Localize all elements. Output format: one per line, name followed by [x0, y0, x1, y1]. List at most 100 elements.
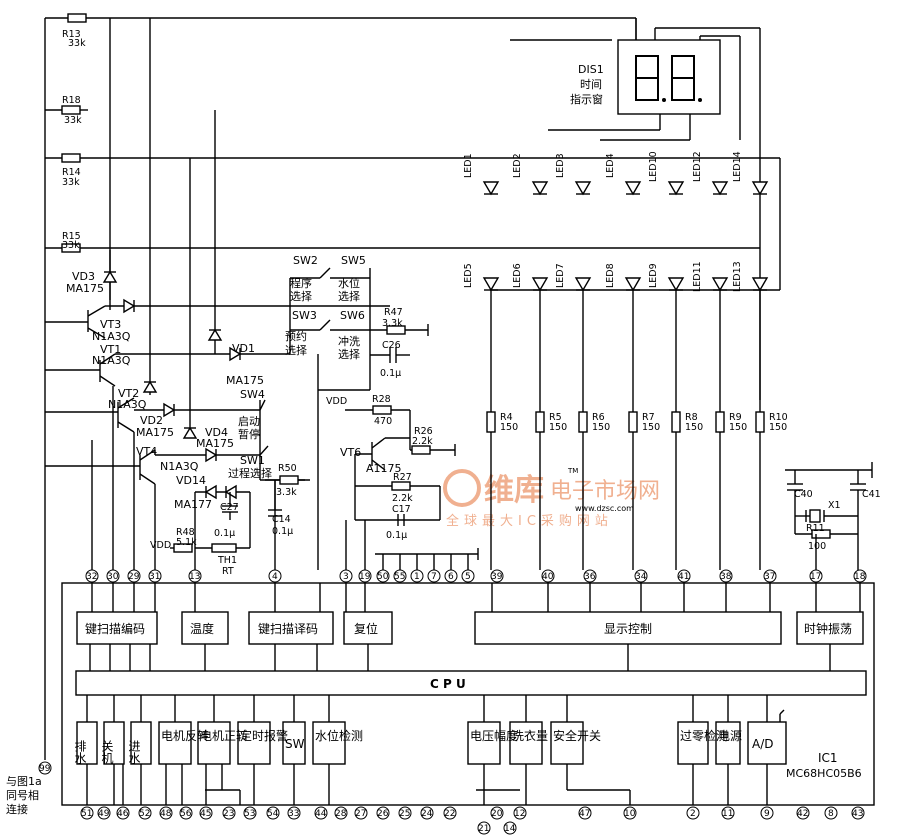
svg-text:SW6: SW6	[340, 309, 365, 322]
svg-text:R27: R27	[393, 472, 412, 483]
pin-b33: 33	[287, 806, 301, 820]
pin-p4: 4	[268, 569, 282, 583]
block-safety-switch: 安全开关	[553, 728, 601, 743]
svg-text:43: 43	[852, 809, 863, 819]
svg-text:TH1: TH1	[217, 555, 237, 566]
pin-p18: 18	[853, 569, 867, 583]
cpu-bus	[75, 670, 867, 696]
svg-text:2.2k: 2.2k	[392, 493, 413, 504]
clock-oscillator-circuit	[785, 462, 873, 570]
svg-text:26: 26	[377, 809, 389, 819]
svg-text:17: 17	[810, 572, 821, 582]
led2-label: LED2	[512, 153, 523, 178]
svg-text:指示窗: 指示窗	[570, 92, 603, 106]
pin-b53: 53	[243, 806, 257, 820]
pin-b9: 9	[760, 806, 774, 820]
pin-b52: 52	[138, 806, 152, 820]
svg-text:39: 39	[491, 572, 503, 582]
svg-text:SW2: SW2	[293, 254, 318, 267]
svg-text:51: 51	[81, 809, 92, 819]
pin-p34: 34	[634, 569, 648, 583]
pin-b12: 12	[513, 806, 527, 820]
svg-text:VDD: VDD	[150, 540, 171, 551]
svg-text:10: 10	[624, 809, 636, 819]
svg-text:9: 9	[764, 809, 770, 819]
svg-text:程序: 程序	[290, 276, 312, 290]
svg-text:VT2: VT2	[118, 387, 139, 400]
reset-circuit	[345, 405, 456, 570]
pin-b51: 51	[80, 806, 94, 820]
svg-text:54: 54	[267, 809, 279, 819]
pin-p6: 6	[444, 569, 458, 583]
block-drain: 排水	[73, 740, 87, 764]
svg-text:A1175: A1175	[366, 462, 402, 475]
svg-text:38: 38	[720, 572, 732, 582]
svg-text:50: 50	[377, 572, 389, 582]
svg-text:选择: 选择	[338, 289, 360, 303]
block-display-control: 显示控制	[474, 611, 782, 645]
pin-b14: 14	[503, 821, 517, 835]
block-voltage-amp: 电压幅度	[470, 728, 518, 743]
svg-text:键扫描译码: 键扫描译码	[258, 622, 318, 636]
svg-text:52: 52	[139, 809, 150, 819]
svg-text:MA175: MA175	[226, 374, 264, 387]
led11-label: LED11	[692, 261, 703, 292]
svg-text:X1: X1	[828, 500, 841, 511]
led8-label: LED8	[605, 263, 616, 288]
svg-text:23: 23	[223, 809, 234, 819]
watermark-brand: 维库	[484, 473, 544, 508]
svg-text:1: 1	[414, 572, 420, 582]
led10-label: LED10	[648, 151, 659, 182]
svg-text:VT1: VT1	[100, 343, 121, 356]
svg-text:33k: 33k	[62, 177, 80, 188]
svg-text:47: 47	[579, 809, 590, 819]
led14-label: LED14	[732, 151, 743, 182]
bottom-pins: 51 49 46 52 48 56 45 23 53 54 33 44 28 2…	[80, 806, 865, 835]
svg-text:R8: R8	[685, 412, 698, 423]
svg-text:SW1: SW1	[240, 454, 265, 467]
svg-text:150: 150	[592, 422, 610, 433]
svg-text:R4: R4	[500, 412, 513, 423]
svg-text:C41: C41	[862, 489, 881, 500]
svg-text:VT6: VT6	[340, 446, 361, 459]
svg-text:55: 55	[394, 572, 405, 582]
svg-text:SW4: SW4	[240, 388, 265, 401]
svg-text:R28: R28	[372, 394, 391, 405]
pin-b43: 43	[851, 806, 865, 820]
svg-text:19: 19	[359, 572, 371, 582]
pin-p41: 41	[677, 569, 691, 583]
svg-text:5: 5	[465, 572, 471, 582]
svg-text:R13: R13	[62, 29, 81, 40]
svg-text:选择: 选择	[338, 347, 360, 361]
pin-p19: 19	[358, 569, 372, 583]
svg-text:45: 45	[200, 809, 211, 819]
svg-text:41: 41	[678, 572, 689, 582]
pin-p29: 29	[127, 569, 141, 583]
pin-b44: 44	[314, 806, 328, 820]
svg-text:R7: R7	[642, 412, 655, 423]
svg-text:DIS1: DIS1	[578, 63, 604, 76]
svg-text:150: 150	[549, 422, 567, 433]
svg-text:与图1a: 与图1a	[6, 775, 42, 788]
transistor-network	[45, 250, 390, 570]
svg-text:34: 34	[635, 572, 647, 582]
left-bus-wiring	[44, 17, 760, 760]
svg-text:暂停: 暂停	[238, 427, 260, 441]
svg-text:N1A3Q: N1A3Q	[92, 330, 131, 343]
led-row-top	[482, 181, 769, 196]
svg-text:28: 28	[335, 809, 347, 819]
svg-text:R9: R9	[729, 412, 742, 423]
svg-text:0.1μ: 0.1μ	[214, 528, 235, 539]
pin-b24: 24	[420, 806, 434, 820]
svg-text:预约: 预约	[285, 330, 307, 343]
svg-text:44: 44	[315, 809, 327, 819]
svg-text:150: 150	[769, 422, 787, 433]
pin-p40: 40	[541, 569, 555, 583]
svg-text:R50: R50	[278, 463, 297, 474]
svg-text:32: 32	[86, 572, 97, 582]
svg-text:24: 24	[421, 809, 433, 819]
